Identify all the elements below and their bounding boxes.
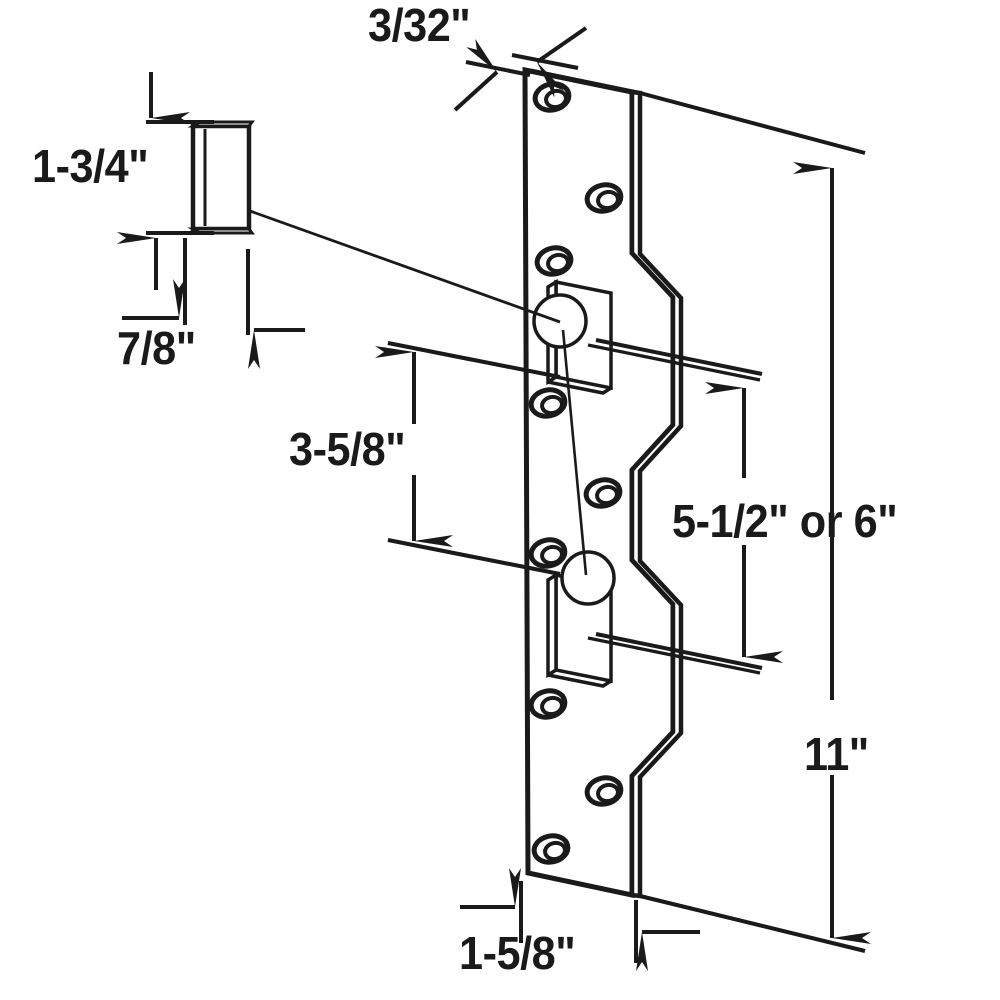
dim-thickness: [453, 26, 588, 112]
screw-hole: [584, 775, 624, 807]
label-flange-height: 1-3/4": [32, 140, 149, 192]
lower-cutout-wall: [546, 571, 558, 679]
dim-flange-depth: [122, 238, 305, 369]
label-plate-width: 1-5/8": [459, 927, 576, 979]
screw-hole: [528, 688, 568, 720]
lower-cutout-circle: [560, 550, 616, 606]
screw-hole: [531, 833, 571, 865]
screw-hole: [528, 387, 568, 419]
dim-cutout-span: [595, 338, 783, 670]
screw-hole: [584, 182, 624, 214]
dim-thickness-arrow-left: [453, 39, 499, 112]
dim-thickness-tick-right: [511, 53, 579, 70]
lower-cutout-pointer: [587, 636, 761, 675]
dim-overall-length: [639, 91, 871, 953]
dim-plate-width: [460, 868, 700, 971]
profile-detail-face: [190, 123, 252, 232]
lower-cutout-lip: [547, 673, 612, 688]
label-flange-depth: 7/8": [117, 322, 196, 374]
lower-cutout-left-tick: [387, 538, 473, 559]
screw-hole: [583, 477, 623, 509]
upper-cutout-left-tick: [387, 341, 473, 362]
dim-overall-length-ext-bot: [639, 894, 866, 953]
label-cutout-spacing: 3-5/8": [289, 423, 406, 475]
dim-thickness-arrow-right: [535, 26, 588, 98]
cutout-link-leader: [561, 329, 588, 576]
upper-cutout-pointer: [587, 343, 761, 382]
label-cutout-span: 5-1/2" or 6": [672, 495, 898, 547]
dim-thickness-tick-left: [465, 60, 531, 77]
dim-flange-height: [117, 72, 214, 290]
screw-hole-group: [528, 81, 624, 865]
profile-leader-line: [249, 209, 561, 324]
dim-cutout-span-ext-bot: [595, 632, 763, 670]
label-overall-length: 11": [804, 728, 869, 780]
screw-hole: [528, 537, 568, 569]
profile-detail: [187, 120, 255, 235]
screw-hole: [534, 245, 574, 277]
dim-overall-length-ext-top: [639, 91, 866, 155]
upper-cutout-lip: [547, 380, 612, 395]
lower-cutout: [546, 571, 613, 688]
plate-thickness-edge: [629, 89, 684, 899]
label-thickness: 3/32": [368, 0, 471, 51]
dim-cutout-span-ext-top: [595, 338, 763, 376]
